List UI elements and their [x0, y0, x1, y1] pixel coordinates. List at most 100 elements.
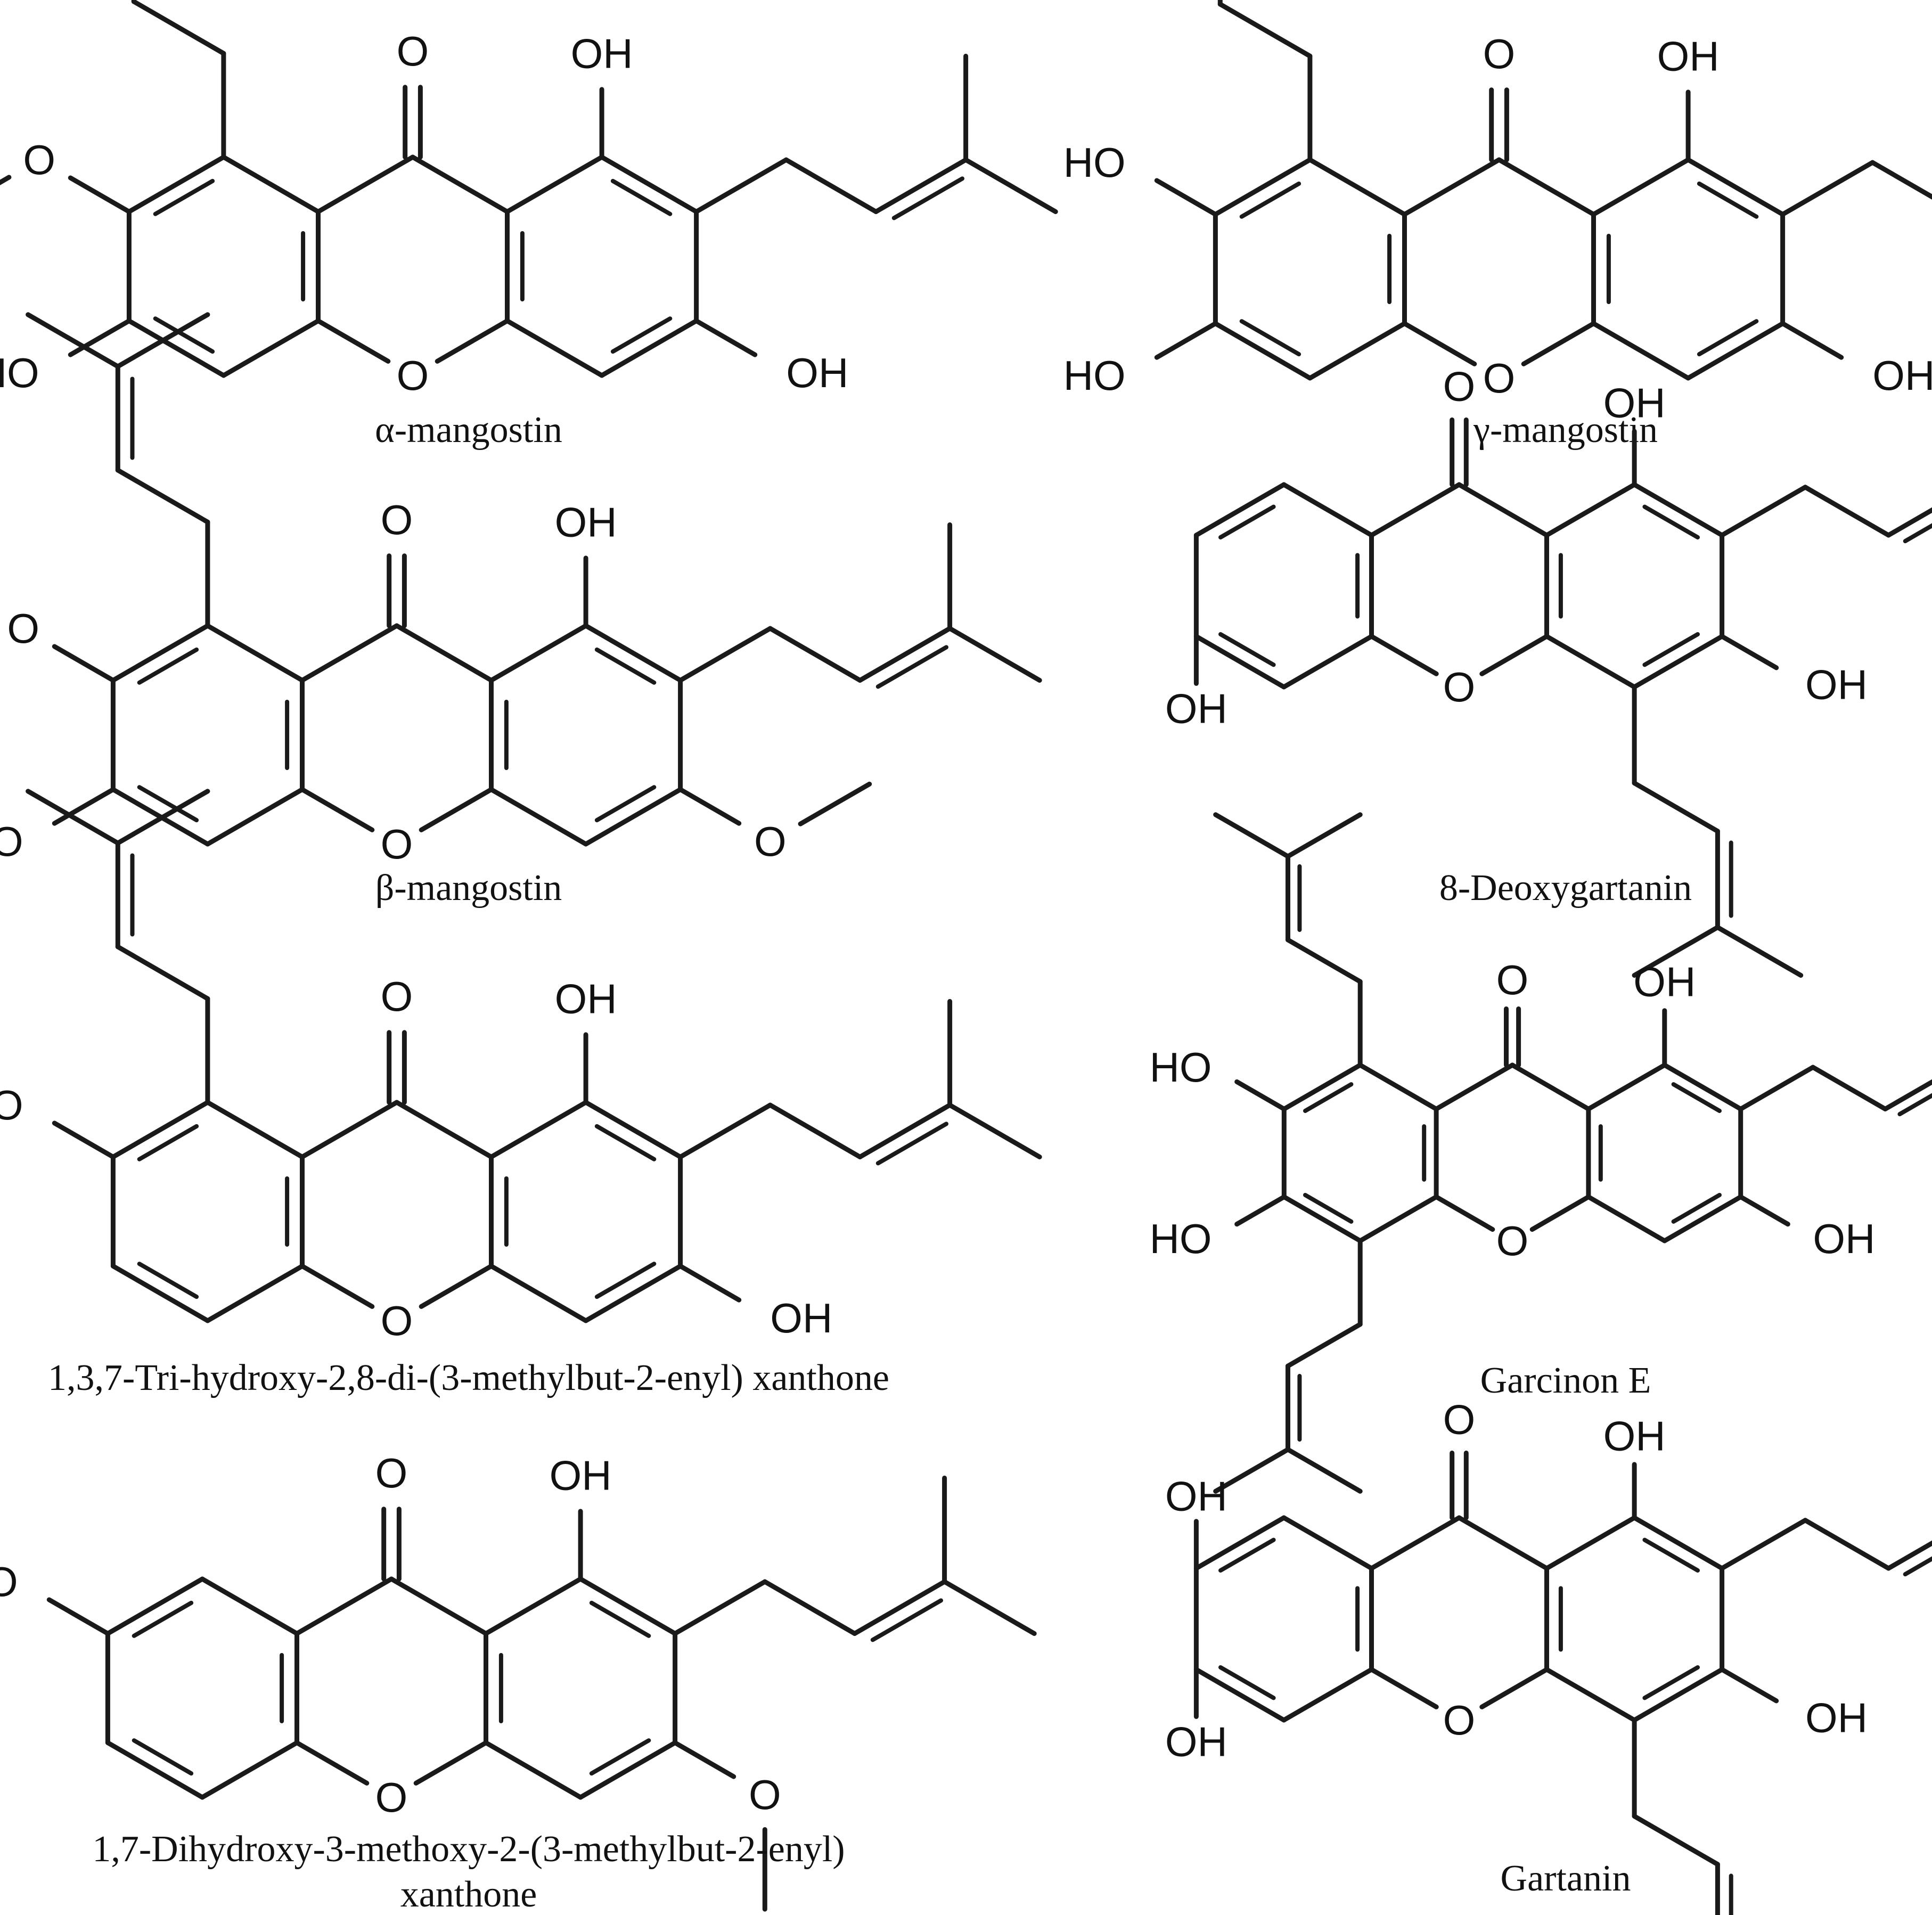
double-bond-inner — [1897, 1093, 1932, 1117]
ring-bond-right — [583, 623, 683, 683]
carbonyl-oxygen: O — [1443, 1396, 1476, 1443]
double-bond-inner — [1218, 504, 1276, 539]
caption-trihydroxy-xanthone: 1,3,7-Tri-hydroxy-2,8-di-(3-methylbut-2-… — [48, 1357, 889, 1398]
carbonyl-oxygen: O — [375, 1450, 408, 1496]
ring-bond-left — [1281, 1667, 1374, 1723]
methyl-bond — [1286, 812, 1363, 859]
hydroxyl-label: HO — [0, 1558, 18, 1605]
ring-bond-right — [505, 154, 604, 214]
ring-oxygen: O — [1483, 355, 1516, 402]
ring-bond-left — [1193, 482, 1287, 538]
methoxy-oxygen: O — [754, 818, 787, 865]
prenyl-bond — [694, 157, 789, 214]
ring-bond-left — [110, 1100, 210, 1159]
caption-gamma-mangostin: γ-mangostin — [1473, 410, 1658, 451]
hydroxyl-label: OH — [1813, 1215, 1875, 1262]
ring-bond-center — [435, 318, 510, 364]
double-bond-inner — [1642, 632, 1700, 667]
hydroxyl-label: OH — [770, 1295, 832, 1341]
hydroxyl-label: HO — [0, 1082, 23, 1128]
hydroxyl-bond — [694, 318, 758, 357]
ring-bond-center — [294, 1576, 394, 1636]
ring-bond-center — [1496, 157, 1596, 217]
ring-bond-center — [1369, 634, 1439, 676]
double-bond-inner — [1303, 1193, 1354, 1224]
double-bond-inner — [1671, 1082, 1722, 1113]
ring-oxygen: O — [1443, 1697, 1476, 1744]
ring-bond-right — [599, 154, 699, 214]
ring-bond-right — [1591, 157, 1691, 217]
ring-bond-left — [1357, 1062, 1439, 1111]
ring-bond-center — [1456, 482, 1549, 538]
double-bond-inner — [594, 785, 657, 823]
caption-gartanin: Gartanin — [1501, 1858, 1631, 1899]
prenyl-bond — [1217, 2, 1313, 59]
methoxy-bond — [678, 787, 742, 826]
prenyl-bond — [115, 468, 210, 525]
carbonyl-oxygen: O — [1443, 363, 1476, 410]
ring-bond-right — [1632, 1515, 1725, 1571]
double-bond-inner — [1218, 1665, 1276, 1700]
methyl-bond — [1213, 812, 1290, 859]
hydroxyl-bond — [1780, 321, 1844, 360]
ring-bond-right — [1662, 1062, 1743, 1111]
ring-oxygen: O — [397, 352, 429, 399]
methyl-bond — [26, 312, 120, 369]
ring-bond-left — [205, 1100, 305, 1159]
ring-bond-left — [1281, 1515, 1374, 1571]
double-bond-inner — [1642, 1665, 1700, 1700]
prenyl-bond — [783, 157, 879, 214]
double-bond-inner — [137, 785, 199, 823]
prenyl-bond — [1780, 160, 1875, 217]
ring-bond-center — [419, 787, 494, 832]
hydroxyl-bond — [1154, 178, 1218, 217]
double-bond-inner — [1671, 1193, 1722, 1224]
prenyl-bond — [1720, 1518, 1808, 1571]
ring-bond-left — [1281, 1062, 1363, 1111]
methyl-bond — [798, 781, 872, 826]
ring-bond-right — [489, 787, 588, 847]
ring-bond-left — [200, 1576, 299, 1636]
prenyl-bond — [762, 1579, 857, 1636]
ring-bond-right — [583, 1264, 683, 1323]
methyl-bond — [947, 626, 1042, 683]
ring-bond-left — [110, 623, 210, 683]
structure-beta-mangostin: OOOHOOHO — [0, 312, 1042, 868]
ring-bond-center — [410, 154, 510, 214]
ring-bond-right — [1544, 1667, 1637, 1723]
double-bond-inner — [875, 1122, 948, 1166]
double-bond-inner — [875, 645, 948, 689]
ring-oxygen: O — [1496, 1217, 1529, 1264]
double-bond-inner — [1697, 319, 1759, 357]
carbonyl-oxygen: O — [1496, 956, 1529, 1003]
double-bond-inner — [1697, 181, 1759, 219]
prenyl-bond — [1810, 1065, 1888, 1111]
prenyl-bond — [1286, 1322, 1363, 1369]
hydroxyl-label: HO — [1063, 139, 1126, 186]
ring-bond-center — [1434, 1194, 1495, 1232]
double-bond-inner — [1303, 1082, 1354, 1113]
methyl-bond — [963, 157, 1058, 214]
prenyl-bond — [767, 1102, 863, 1159]
double-bond-inner — [594, 1262, 657, 1299]
ring-bond-left — [1357, 1194, 1439, 1243]
double-bond-inner — [153, 178, 215, 216]
ring-bond-center — [300, 623, 399, 683]
double-bond-inner — [1218, 632, 1276, 667]
prenyl-bond — [1632, 781, 1720, 834]
ring-bond-center — [419, 1264, 494, 1309]
double-bond-inner — [137, 647, 199, 685]
double-bond-inner — [610, 316, 673, 354]
ring-bond-right — [1591, 321, 1691, 381]
ring-bond-right — [578, 1740, 678, 1800]
prenyl-double-bond — [1886, 507, 1932, 538]
double-bond-inner — [594, 647, 657, 685]
ring-bond-center — [1456, 1515, 1549, 1571]
ring-bond-center — [300, 787, 375, 832]
ring-bond-right — [599, 318, 699, 378]
carbonyl-oxygen: O — [381, 496, 413, 543]
double-bond-inner — [1903, 523, 1932, 544]
